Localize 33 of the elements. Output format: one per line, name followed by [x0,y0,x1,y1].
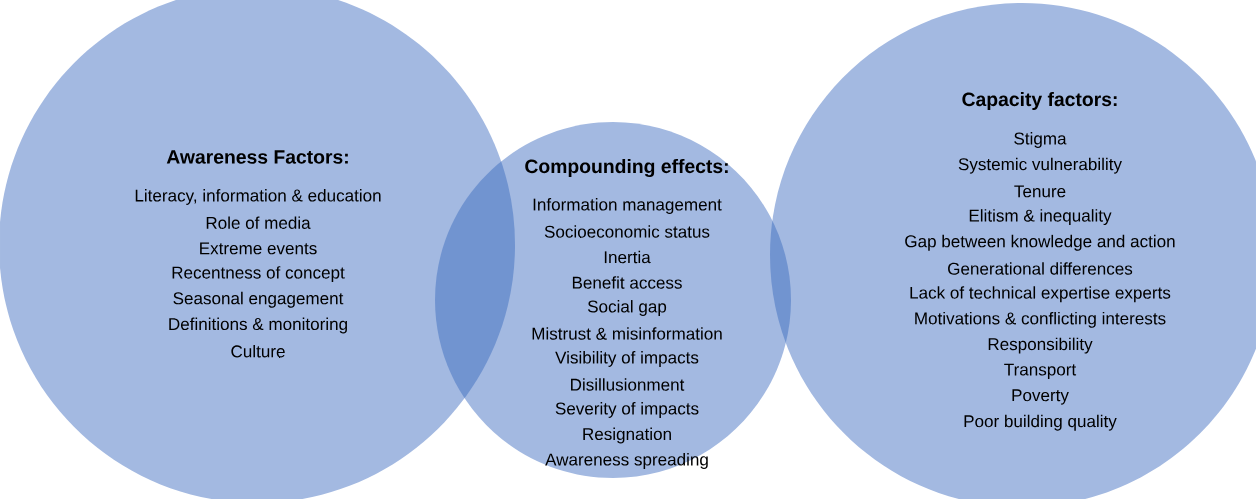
list-item: Disillusionment [571,378,685,391]
list-item: Lack of technical expertise experts [910,286,1171,303]
list-item: Information management [533,198,722,214]
list-item: Elitism & inequality [969,209,1112,226]
list-item: Culture [231,344,285,358]
list-item: Awareness spreading [545,453,708,469]
list-item: Resignation [583,427,671,444]
list-item: Motivations & conflicting interests [915,311,1166,328]
heading: Capacity factors: [962,92,1117,110]
list-item: Poverty [1012,389,1069,405]
list-item: Gap between knowledge and action [905,234,1175,251]
list-item: Definitions & monitoring [169,317,347,334]
list-item: Literacy, information & education [135,189,381,205]
list-item: Generational differences [948,262,1133,275]
list-item: Responsibility [988,337,1093,354]
heading: Compounding effects: [525,158,728,178]
list-item: Poor building quality [964,414,1117,431]
list-item: Seasonal engagement [173,291,344,308]
list-item: Transport [1004,363,1077,379]
list-item: Benefit access [572,276,682,289]
list-item: Mistrust & misinformation [532,327,722,340]
list-item: Extreme events [200,242,317,255]
list-item: Systemic vulnerability [958,157,1122,174]
list-item: Recentness of concept [172,266,345,283]
list-item: Social gap [587,300,667,316]
heading: Awareness Factors: [166,150,348,164]
list-item: Role of media [206,216,311,229]
list-item: Socioeconomic status [544,225,710,238]
list-item: Inertia [604,250,651,264]
list-item: Tenure [1014,185,1066,198]
list-item: Visibility of impacts [555,351,699,367]
list-item: Severity of impacts [555,402,699,418]
list-item: Stigma [1014,132,1067,148]
